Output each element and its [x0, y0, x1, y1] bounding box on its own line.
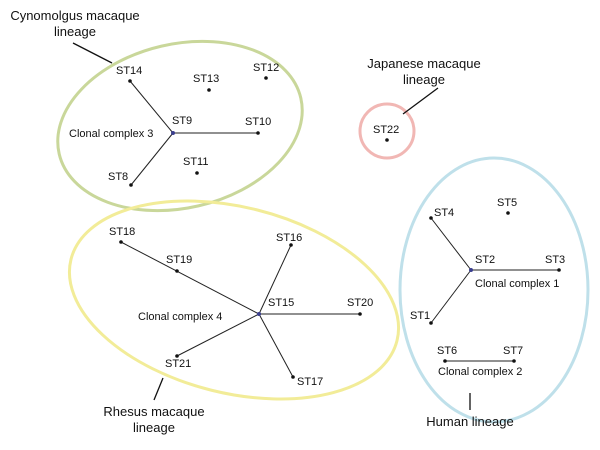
node-st2 [469, 268, 473, 272]
edge-st2-st1 [430, 269, 472, 324]
label-st21: ST21 [165, 358, 191, 370]
node-st1 [429, 321, 433, 325]
human-lineage-title: Human lineage [426, 414, 513, 429]
node-st4 [429, 216, 433, 220]
node-st5 [506, 211, 510, 215]
edge-st15-st17 [258, 313, 294, 378]
rhesus-lineage-title: Rhesus macaque [103, 404, 204, 419]
node-st18 [119, 240, 123, 244]
label-st16: ST16 [276, 232, 302, 244]
japanese-leader-line [402, 87, 439, 115]
japanese-lineage-title: Japanese macaque [367, 56, 480, 71]
label-st17: ST17 [297, 376, 323, 388]
node-st13 [207, 88, 211, 92]
label-st6: ST6 [437, 345, 457, 357]
edge-st15-st18 [120, 241, 260, 315]
label-clonal-complex-4: Clonal complex 4 [138, 311, 222, 323]
label-st3: ST3 [545, 254, 565, 266]
label-st15: ST15 [268, 297, 294, 309]
node-st19 [175, 269, 179, 273]
rhesus-lineage-subtitle: lineage [133, 420, 175, 435]
label-st20: ST20 [347, 297, 373, 309]
node-st10 [256, 131, 260, 135]
label-st18: ST18 [109, 226, 135, 238]
label-st10: ST10 [245, 116, 271, 128]
node-st21 [175, 354, 179, 358]
label-st13: ST13 [193, 73, 219, 85]
node-st9 [171, 131, 175, 135]
node-st17 [291, 375, 295, 379]
node-st7 [512, 359, 516, 363]
node-st8 [129, 183, 133, 187]
node-st22 [385, 138, 389, 142]
cynomolgus-lineage-ellipse [56, 39, 304, 213]
cynomolgus-leader-line [72, 42, 113, 64]
node-st6 [443, 359, 447, 363]
node-st11 [195, 171, 199, 175]
japanese-lineage-ellipse [358, 102, 416, 160]
node-st20 [358, 312, 362, 316]
edge-st9-st8 [130, 132, 174, 186]
label-st1: ST1 [410, 310, 430, 322]
node-st12 [264, 76, 268, 80]
label-st19: ST19 [166, 254, 192, 266]
cynomolgus-lineage-title: Cynomolgus macaque [10, 8, 139, 23]
label-st8: ST8 [108, 171, 128, 183]
label-st14: ST14 [116, 65, 142, 77]
edge-st15-st21 [176, 313, 260, 357]
label-st9: ST9 [172, 115, 192, 127]
edge-st2-st4 [430, 217, 472, 271]
label-st11: ST11 [183, 156, 208, 168]
label-st2: ST2 [475, 254, 495, 266]
edge-st15-st16 [258, 244, 292, 315]
label-st5: ST5 [497, 197, 517, 209]
label-st7: ST7 [503, 345, 523, 357]
edge-st9-st14 [129, 80, 174, 134]
label-st22: ST22 [373, 124, 399, 136]
rhesus-lineage-ellipse [67, 199, 401, 401]
cynomolgus-lineage-subtitle: lineage [54, 24, 96, 39]
node-st16 [289, 243, 293, 247]
label-clonal-complex-2: Clonal complex 2 [438, 366, 522, 378]
node-st14 [128, 79, 132, 83]
label-clonal-complex-1: Clonal complex 1 [475, 278, 559, 290]
human-lineage-ellipse [398, 156, 590, 424]
node-st3 [557, 268, 561, 272]
label-st12: ST12 [253, 62, 279, 74]
label-st4: ST4 [434, 207, 454, 219]
japanese-lineage-subtitle: lineage [403, 72, 445, 87]
label-clonal-complex-3: Clonal complex 3 [69, 128, 153, 140]
rhesus-leader-line [153, 377, 164, 401]
node-st15 [257, 312, 261, 316]
